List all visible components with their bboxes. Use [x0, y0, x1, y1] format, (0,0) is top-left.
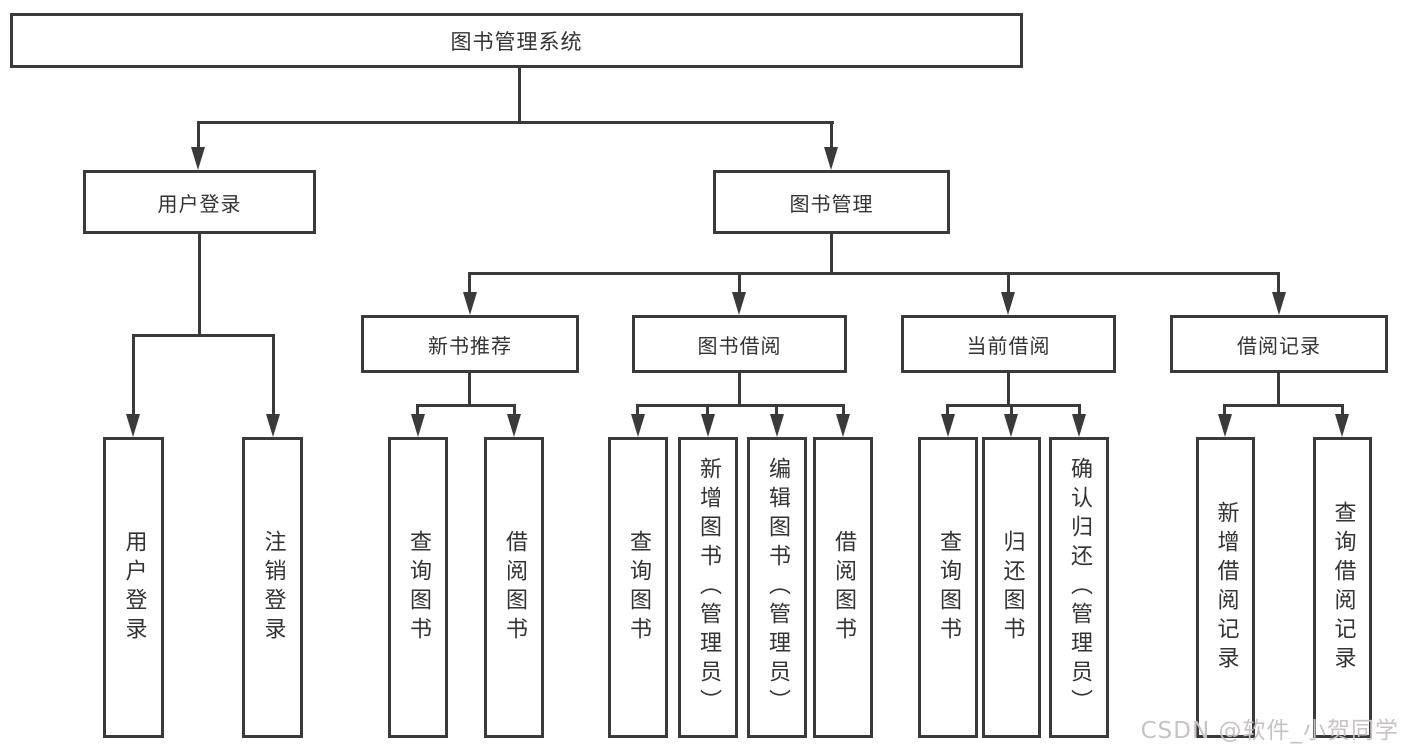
- arrowhead-down-icon: [1001, 292, 1015, 315]
- connector-line: [1223, 404, 1344, 407]
- leaf-return-books: 归还图书: [982, 437, 1041, 738]
- connector-line: [197, 121, 834, 124]
- connector-line: [636, 404, 639, 416]
- connector-line: [636, 404, 845, 407]
- arrowhead-down-icon: [1335, 414, 1349, 437]
- connector-line: [946, 404, 949, 416]
- node-book-borrowing: 图书借阅: [632, 315, 847, 373]
- leaf-label: 确认归还（管理员）: [1067, 457, 1092, 718]
- arrowhead-down-icon: [1004, 414, 1018, 437]
- arrowhead-down-icon: [507, 414, 521, 437]
- node-library-management-system: 图书管理系统: [10, 13, 1023, 68]
- csdn-watermark: CSDN @软件_小贺同学: [1140, 718, 1399, 744]
- connector-line: [1277, 272, 1280, 294]
- node-label: 图书管理: [789, 191, 874, 216]
- connector-line: [272, 334, 275, 416]
- node-book-management: 图书管理: [713, 170, 950, 234]
- arrowhead-down-icon: [126, 414, 140, 437]
- connector-line: [132, 334, 275, 337]
- leaf-query-books-borrowing: 查询图书: [608, 437, 668, 738]
- leaf-label: 新增图书（管理员）: [696, 457, 721, 718]
- connector-line: [1078, 404, 1081, 416]
- connector-line: [1010, 404, 1013, 416]
- leaf-query-books-recommend: 查询图书: [388, 437, 448, 738]
- connector-line: [518, 66, 521, 123]
- leaf-label: 查询借阅记录: [1330, 500, 1356, 675]
- connector-line: [842, 404, 845, 416]
- arrowhead-down-icon: [836, 414, 850, 437]
- leaf-user-login: 用户登录: [103, 437, 164, 738]
- leaf-label: 借阅图书: [502, 529, 527, 646]
- connector-line: [1007, 371, 1010, 406]
- arrowhead-down-icon: [631, 414, 645, 437]
- connector-line: [197, 121, 200, 150]
- leaf-label: 查询图书: [936, 529, 961, 646]
- leaf-add-books-admin: 新增图书（管理员）: [678, 437, 738, 738]
- leaf-label: 注销登录: [260, 529, 286, 646]
- node-label: 新书推荐: [428, 333, 512, 358]
- leaf-label: 查询图书: [406, 529, 431, 646]
- connector-line: [513, 404, 516, 416]
- connector-line: [132, 334, 135, 416]
- leaf-logout: 注销登录: [242, 437, 303, 738]
- leaf-edit-books-admin: 编辑图书（管理员）: [747, 437, 807, 738]
- arrowhead-down-icon: [1272, 292, 1286, 315]
- connector-line: [416, 404, 419, 416]
- node-label: 图书管理系统: [450, 29, 583, 54]
- connector-line: [416, 404, 516, 407]
- node-new-book-recommendation: 新书推荐: [361, 315, 579, 373]
- connector-line: [738, 371, 741, 406]
- arrowhead-down-icon: [1072, 414, 1086, 437]
- connector-line: [468, 272, 1280, 275]
- connector-line: [1007, 272, 1010, 294]
- arrowhead-down-icon: [266, 414, 280, 437]
- connector-line: [946, 404, 1081, 407]
- connector-line: [830, 121, 833, 150]
- leaf-borrow-books-recommend: 借阅图书: [484, 437, 544, 738]
- node-label: 用户登录: [157, 191, 242, 216]
- connector-line: [468, 272, 471, 294]
- connector-line: [706, 404, 709, 416]
- connector-line: [198, 232, 201, 336]
- arrowhead-down-icon: [411, 414, 425, 437]
- leaf-borrow-books: 借阅图书: [813, 437, 873, 738]
- leaf-add-borrow-record: 新增借阅记录: [1196, 437, 1255, 738]
- connector-line: [468, 371, 471, 406]
- arrowhead-down-icon: [191, 147, 205, 170]
- arrowhead-down-icon: [463, 292, 477, 315]
- leaf-label: 新增借阅记录: [1213, 500, 1239, 675]
- leaf-confirm-return-admin: 确认归还（管理员）: [1049, 437, 1109, 738]
- node-label: 当前借阅: [966, 333, 1051, 358]
- connector-line: [1277, 371, 1280, 406]
- node-label: 借阅记录: [1237, 333, 1321, 358]
- leaf-label: 编辑图书（管理员）: [765, 457, 790, 718]
- leaf-label: 用户登录: [121, 529, 147, 646]
- arrowhead-down-icon: [732, 292, 746, 315]
- arrowhead-down-icon: [824, 147, 838, 170]
- connector-line: [1223, 404, 1226, 416]
- leaf-label: 归还图书: [999, 529, 1025, 646]
- arrowhead-down-icon: [1218, 414, 1232, 437]
- leaf-query-borrow-record: 查询借阅记录: [1313, 437, 1372, 738]
- node-label: 图书借阅: [697, 333, 782, 358]
- arrowhead-down-icon: [941, 414, 955, 437]
- leaf-label: 借阅图书: [831, 529, 856, 646]
- arrowhead-down-icon: [701, 414, 715, 437]
- connector-line: [830, 232, 833, 275]
- connector-line: [738, 272, 741, 294]
- leaf-label: 查询图书: [626, 529, 651, 646]
- connector-line: [1341, 404, 1344, 416]
- leaf-query-books-current: 查询图书: [918, 437, 978, 738]
- node-borrowing-records: 借阅记录: [1170, 315, 1388, 373]
- node-current-borrowing: 当前借阅: [901, 315, 1116, 373]
- arrowhead-down-icon: [770, 414, 784, 437]
- node-user-login: 用户登录: [83, 170, 316, 234]
- connector-line: [775, 404, 778, 416]
